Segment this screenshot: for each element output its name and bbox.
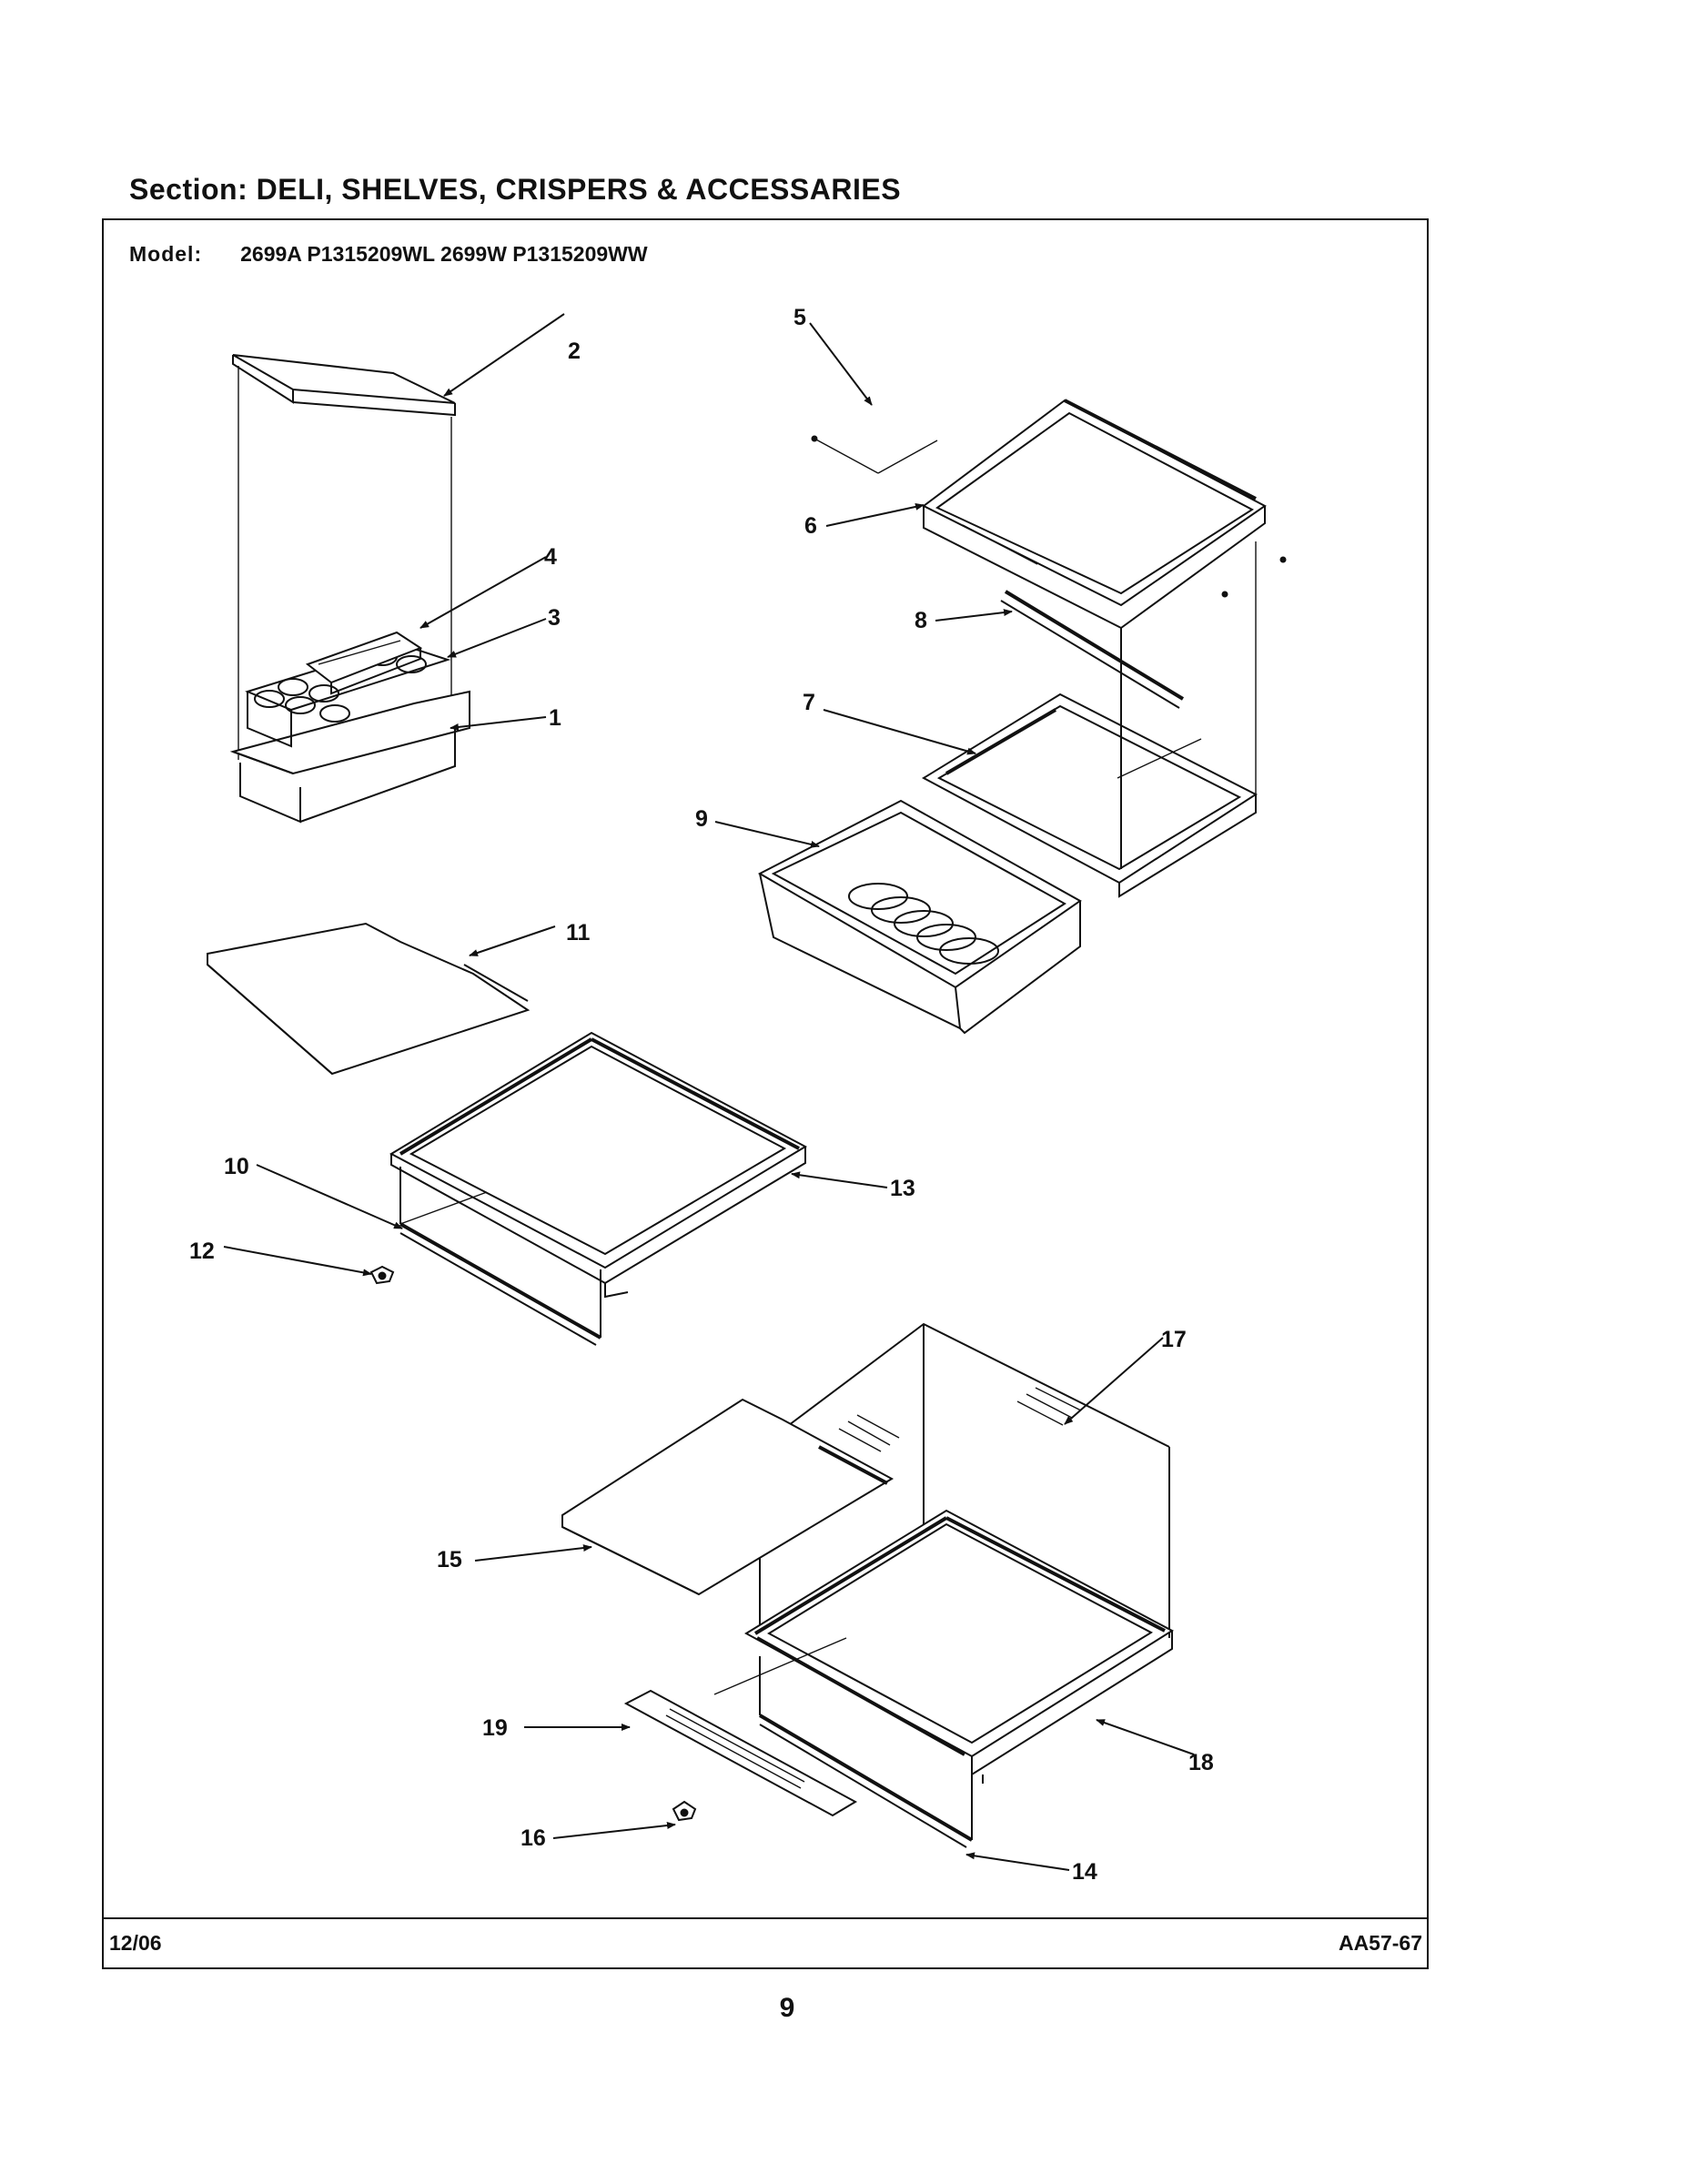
glass-cover-part-11 — [207, 922, 531, 1076]
callout-18: 18 — [1188, 1750, 1214, 1775]
deli-cover-part-2 — [232, 354, 456, 417]
callout-leaders — [223, 313, 1195, 1871]
callout-13: 13 — [890, 1176, 915, 1201]
shelf-part-6 — [922, 399, 1267, 630]
page-number: 9 — [779, 1993, 795, 2023]
callout-1: 1 — [549, 705, 561, 731]
crisper-frame-part-18 — [744, 1509, 1174, 1784]
model-numbers: 2699A P1315209WL 2699W P1315209WW — [240, 242, 648, 266]
model-line: Model: 2699A P1315209WL 2699W P1315209WW — [129, 242, 648, 267]
callout-5: 5 — [793, 305, 806, 330]
butter-dish-part-4 — [305, 631, 423, 695]
callout-16: 16 — [521, 1825, 546, 1851]
crisper-drawer-part-9 — [757, 799, 1082, 1035]
callout-19: 19 — [482, 1715, 508, 1741]
callout-17: 17 — [1161, 1327, 1187, 1352]
callout-9: 9 — [695, 806, 708, 832]
model-label: Model: — [129, 242, 203, 266]
callout-3: 3 — [548, 605, 561, 631]
callout-2: 2 — [568, 339, 581, 364]
crisper-rail-part-10 — [399, 1167, 601, 1346]
crisper-guide-line — [1117, 541, 1257, 794]
crisper-frame-part-13 — [389, 1031, 808, 1299]
callout-8: 8 — [915, 608, 927, 633]
glass-cover-part-15 — [561, 1398, 895, 1596]
callout-4: 4 — [544, 544, 557, 570]
callout-6: 6 — [804, 513, 817, 539]
callout-15: 15 — [437, 1547, 462, 1572]
callout-7: 7 — [803, 690, 815, 715]
diagram-frame — [102, 218, 1429, 1969]
section-title: Section: DELI, SHELVES, CRISPERS & ACCES… — [129, 173, 902, 206]
deli-guide-lines — [238, 366, 452, 760]
callout-10: 10 — [224, 1154, 249, 1179]
crisper-frame-part-7 — [921, 628, 1258, 898]
deli-tray-part-1 — [229, 690, 470, 824]
footer-date: 12/06 — [109, 1931, 162, 1955]
footer-divider — [102, 1917, 1429, 1919]
shelf-screw-part-5 — [811, 435, 1287, 598]
frame-seal-part-8 — [1000, 590, 1185, 709]
humidity-control-part-12 — [369, 1265, 395, 1285]
crisper-rail-part-14 — [758, 1656, 974, 1848]
humidity-control-part-16 — [672, 1800, 697, 1822]
callout-14: 14 — [1072, 1859, 1097, 1885]
diagram-code: AA57-67 — [1338, 1931, 1422, 1955]
crisper-front-part-19 — [623, 1637, 858, 1817]
callout-12: 12 — [189, 1239, 215, 1264]
callout-11: 11 — [566, 920, 591, 945]
